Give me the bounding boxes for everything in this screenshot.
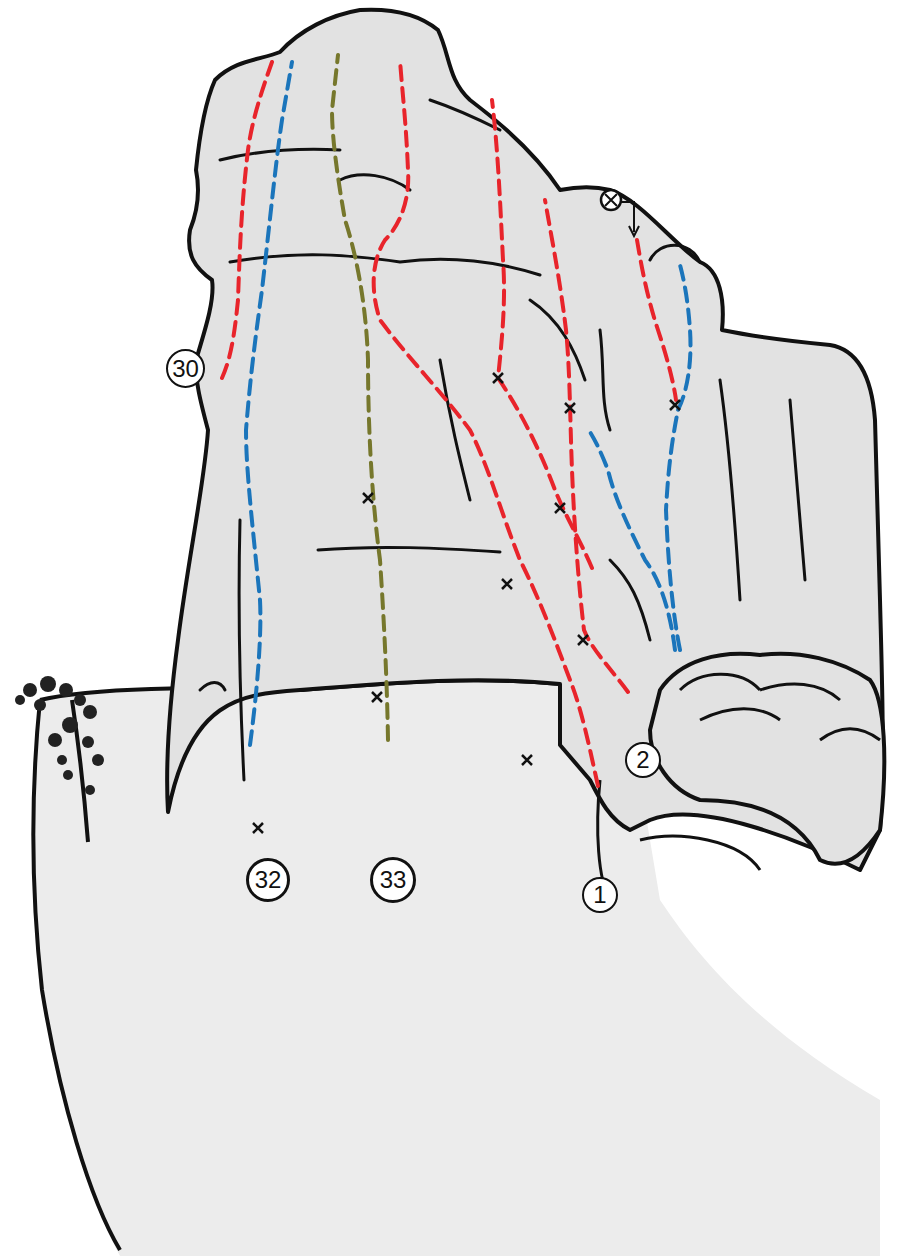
base-cracks [598,780,760,900]
climbing-routes [222,55,691,786]
route-number: 2 [636,748,649,772]
route-number-circle: 32 [246,858,290,902]
boulder-cracks [680,674,880,740]
rock-cracks [200,100,805,780]
route-number: 33 [380,868,407,892]
route-number: 1 [593,883,606,907]
bolt-marks [253,373,680,833]
route-number: 32 [255,868,282,892]
route-number: 30 [172,357,199,381]
route-number-circle: 30 [166,349,205,388]
ledge-outline [33,680,560,1250]
route-number-circle: 2 [625,742,661,778]
route-number-circle: 33 [370,857,416,903]
boulder [650,654,884,864]
route-number-circle: 1 [582,877,618,913]
abseil-anchor [601,190,639,236]
pine-tree [15,676,104,842]
